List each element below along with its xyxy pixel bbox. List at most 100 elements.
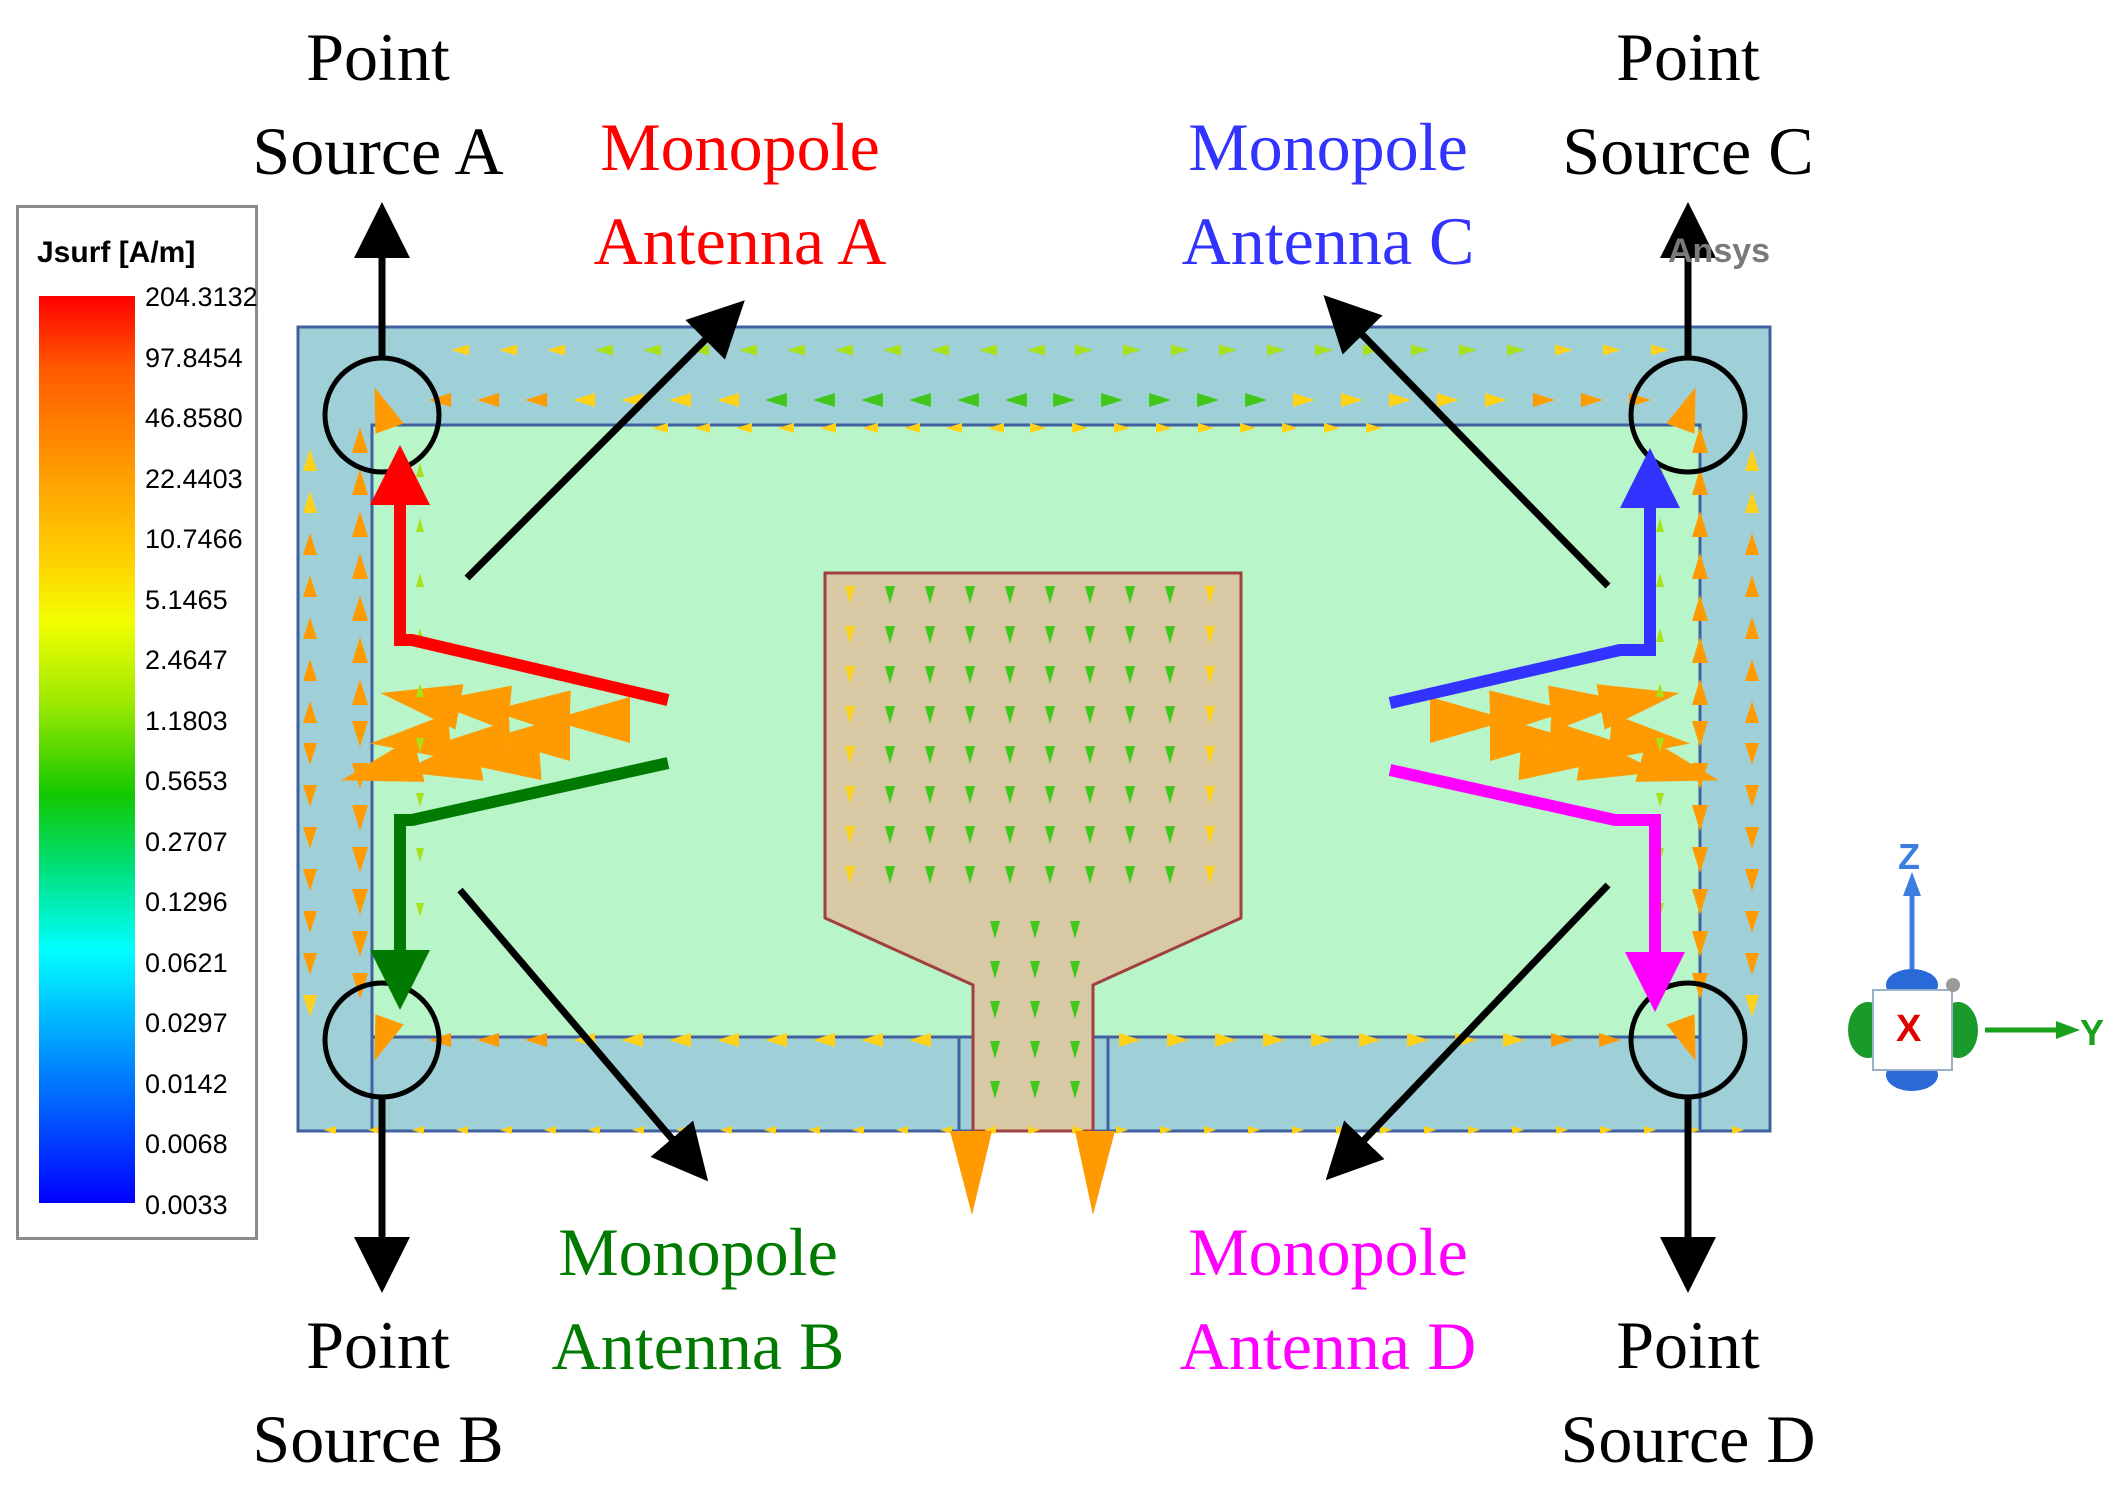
current-vector: [1030, 1081, 1040, 1099]
current-vector: [1085, 746, 1095, 764]
current-vector: [1116, 1126, 1128, 1134]
current-vector: [1389, 393, 1411, 407]
current-vector: [1485, 393, 1507, 407]
current-vector: [303, 743, 317, 765]
current-vector: [845, 706, 855, 724]
current-vector: [303, 953, 317, 975]
current-vector: [1045, 786, 1055, 804]
current-vector: [1045, 866, 1055, 884]
current-vector: [1745, 785, 1759, 807]
legend-value: 2.4647: [145, 645, 228, 675]
current-vector: [352, 679, 368, 705]
current-vector: [925, 586, 935, 604]
current-vector: [1167, 1033, 1189, 1047]
current-vector: [456, 1126, 468, 1134]
current-vector: [525, 1033, 547, 1047]
current-vector: [845, 866, 855, 884]
current-vector: [1651, 344, 1669, 356]
current-vector: [845, 786, 855, 804]
legend-value: 0.0621: [145, 948, 228, 978]
current-vector: [1125, 706, 1135, 724]
current-vector: [1745, 491, 1759, 513]
current-vector: [324, 1126, 336, 1134]
current-vector: [1125, 586, 1135, 604]
current-vector: [573, 393, 595, 407]
current-vector: [1070, 961, 1080, 979]
current-vector: [1692, 595, 1708, 621]
current-vector: [1263, 1033, 1285, 1047]
current-vector: [1125, 666, 1135, 684]
current-vector: [1053, 393, 1075, 407]
axis-label-x: X: [1896, 1008, 1922, 1050]
current-vector: [1030, 961, 1040, 979]
current-vector: [1205, 626, 1215, 644]
current-vector: [1197, 393, 1219, 407]
current-vector: [370, 713, 452, 760]
current-vector: [808, 1126, 820, 1134]
current-vector: [1745, 869, 1759, 891]
current-vector: [1030, 921, 1040, 939]
current-vector: [416, 793, 424, 807]
current-vector: [1437, 393, 1459, 407]
current-vector: [1005, 786, 1015, 804]
legend-value: 0.0068: [145, 1129, 228, 1159]
current-vector: [1125, 826, 1135, 844]
current-vector: [1366, 423, 1382, 433]
current-vector: [1692, 805, 1708, 831]
arrow-to-monopole-a: [464, 300, 745, 581]
current-vector: [845, 826, 855, 844]
current-vector: [925, 786, 935, 804]
current-vectors: [303, 344, 1759, 1134]
current-vector: [1692, 427, 1708, 453]
legend-value: 0.0142: [145, 1069, 228, 1099]
current-vector: [1282, 423, 1298, 433]
current-vector: [813, 1033, 835, 1047]
current-vector: [940, 1126, 952, 1134]
legend-value: 0.1296: [145, 887, 228, 917]
current-vector: [720, 1126, 732, 1134]
current-vector: [1555, 344, 1573, 356]
current-vector: [595, 344, 613, 356]
current-vector: [1692, 847, 1708, 873]
current-vector: [1205, 666, 1215, 684]
current-vector: [352, 847, 368, 873]
current-vector: [1745, 701, 1759, 723]
current-vector: [957, 393, 979, 407]
current-vector: [1027, 344, 1045, 356]
current-vector: [352, 595, 368, 621]
current-vector: [1005, 746, 1015, 764]
current-vector: [1245, 393, 1267, 407]
monopole-path-c: [1388, 448, 1680, 709]
current-vector: [988, 423, 1004, 433]
current-vector: [416, 738, 424, 752]
current-vector: [1156, 423, 1172, 433]
current-vector: [1407, 1033, 1429, 1047]
current-vector: [416, 683, 424, 697]
current-vector: [1198, 423, 1214, 433]
current-vector: [499, 344, 517, 356]
current-vector: [909, 393, 931, 407]
current-vector: [1551, 1033, 1573, 1047]
current-vector: [1149, 393, 1171, 407]
current-vector: [1075, 344, 1093, 356]
current-vector: [368, 1126, 380, 1134]
current-vector: [946, 423, 962, 433]
bottom-strip-right: [1106, 1035, 1702, 1133]
current-vector: [1005, 393, 1027, 407]
current-vector: [412, 1126, 424, 1134]
current-vector: [1205, 746, 1215, 764]
current-vector: [429, 393, 451, 407]
current-vector: [1119, 1033, 1141, 1047]
current-vector: [1692, 637, 1708, 663]
current-vector: [965, 746, 975, 764]
feed-tip-left: [950, 1131, 992, 1215]
current-vector: [1030, 1001, 1040, 1019]
current-vector: [303, 911, 317, 933]
current-vector: [1732, 1126, 1744, 1134]
current-vector: [1533, 393, 1555, 407]
current-vector: [1045, 626, 1055, 644]
current-vector: [1171, 344, 1189, 356]
current-vector: [1165, 666, 1175, 684]
